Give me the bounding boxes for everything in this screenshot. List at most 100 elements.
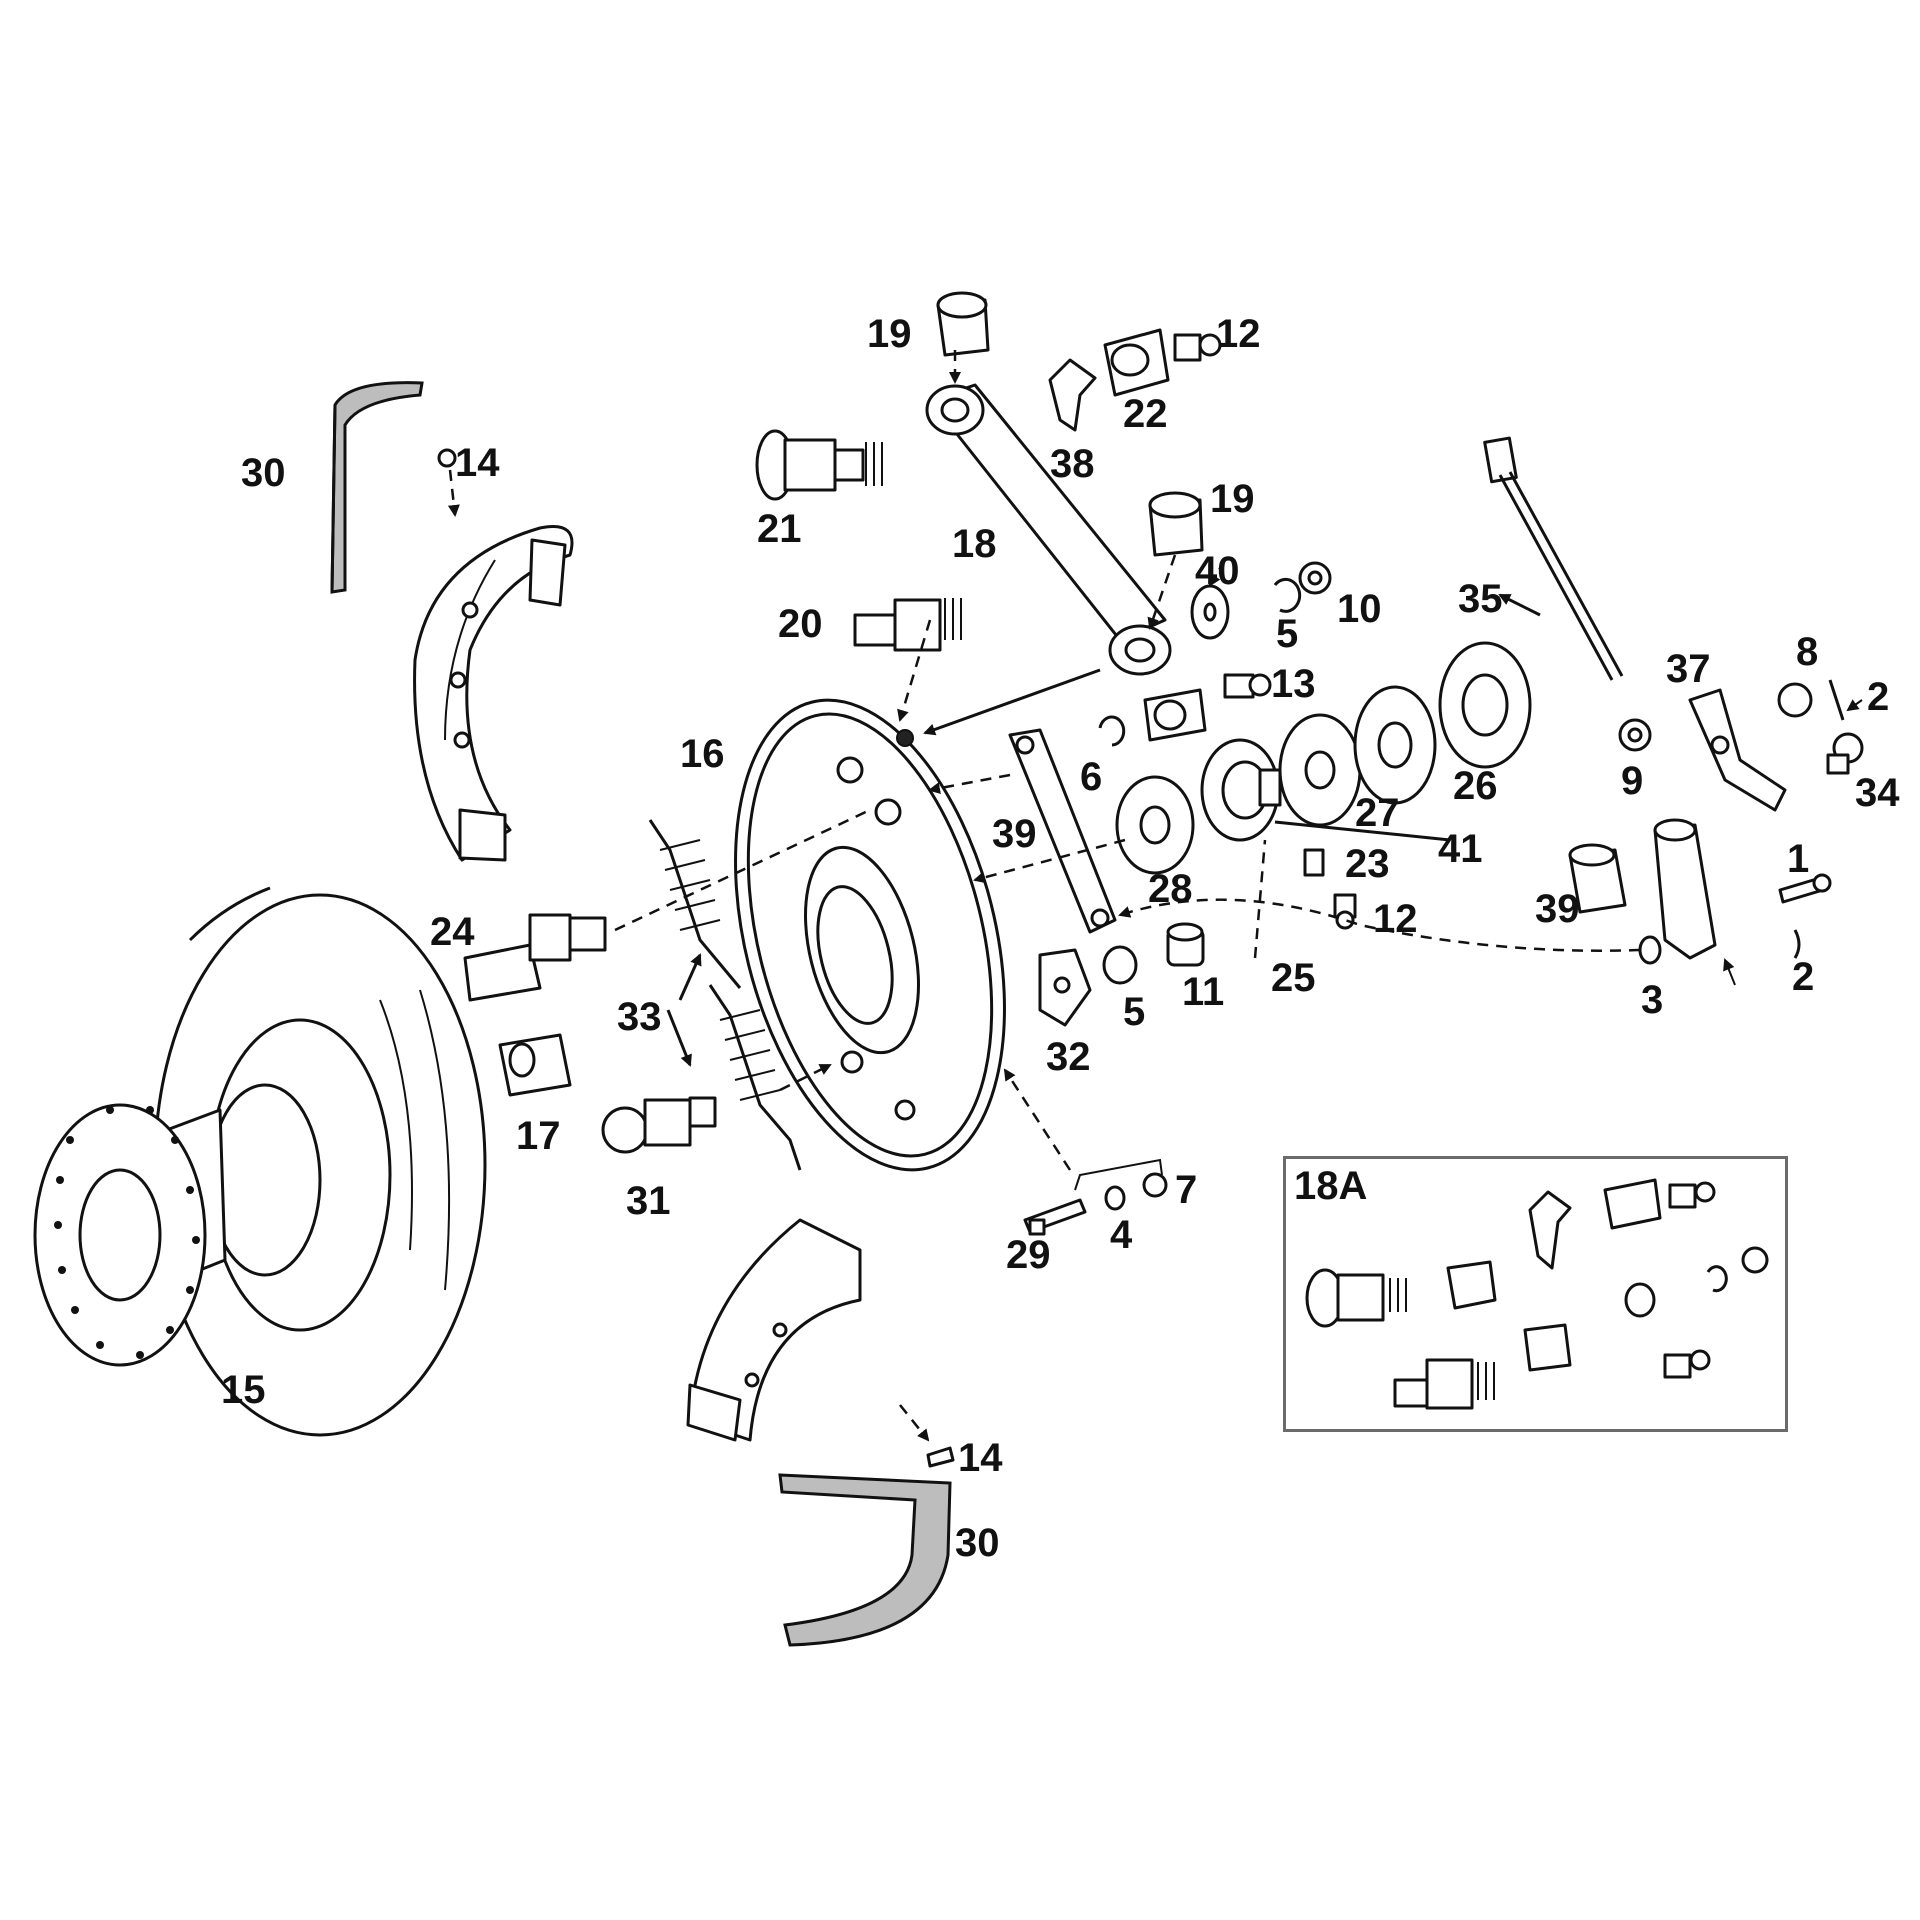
spring-33-lower (708, 984, 802, 1171)
inset-18a-title: 18A (1294, 1164, 1368, 1208)
label-10: 10 (1337, 587, 1382, 631)
circlip-5-lower (1102, 945, 1138, 985)
label-16: 16 (680, 732, 725, 776)
brake-drum-15 (33, 886, 487, 1437)
label-19-top: 19 (867, 312, 912, 356)
brake-shoe-bottom (686, 1218, 862, 1442)
label-21: 21 (757, 507, 802, 551)
label-31: 31 (626, 1179, 671, 1223)
label-37: 37 (1666, 647, 1711, 691)
circlip-5-top (1273, 577, 1302, 613)
washer-4 (1104, 1185, 1126, 1211)
label-27: 27 (1355, 791, 1400, 835)
lever-39-upper (1008, 728, 1117, 934)
nut-hex-body (1143, 688, 1207, 742)
split-pin-2-top (1828, 679, 1845, 721)
label-17: 17 (516, 1114, 561, 1158)
label-41: 41 (1438, 827, 1483, 871)
label-26: 26 (1453, 764, 1498, 808)
circlip-6 (1098, 715, 1126, 747)
label-39-upper: 39 (992, 812, 1037, 856)
label-6: 6 (1080, 755, 1103, 799)
brake-shoe-top (413, 525, 574, 862)
tab-washer-38 (1048, 358, 1097, 432)
label-11: 11 (1182, 970, 1225, 1014)
bush-11 (1166, 922, 1205, 967)
brake-lining-30-bottom (778, 1473, 952, 1647)
label-39-lower: 39 (1535, 887, 1580, 931)
label-2-lower: 2 (1792, 955, 1815, 999)
label-22: 22 (1123, 392, 1168, 436)
adjuster-rod-35 (1483, 436, 1624, 681)
label-40: 40 (1195, 549, 1240, 593)
label-4: 4 (1110, 1213, 1133, 1257)
label-20: 20 (778, 602, 823, 646)
label-32: 32 (1046, 1035, 1091, 1079)
label-7: 7 (1175, 1168, 1198, 1212)
label-1: 1 (1787, 837, 1810, 881)
inset-18a-frame (1283, 1156, 1788, 1432)
pin-24 (463, 913, 607, 1002)
pin-31 (601, 1096, 717, 1154)
label-33: 33 (617, 995, 662, 1039)
rivet-14-top (437, 448, 457, 468)
grease-nipple-12-top (1173, 333, 1222, 362)
split-pin-2-lower (1793, 929, 1801, 959)
rivet-14-bottom (926, 1446, 955, 1468)
pivot-pin-20 (853, 598, 962, 652)
nut-9 (1618, 718, 1652, 752)
leader-lines (447, 350, 1863, 1442)
label-2-top: 2 (1867, 675, 1890, 719)
label-15: 15 (221, 1368, 266, 1412)
washer-28 (1115, 775, 1195, 875)
cam-25 (1200, 738, 1282, 842)
label-19-mid: 19 (1210, 477, 1255, 521)
label-34: 34 (1855, 771, 1900, 815)
cover-26 (1438, 641, 1532, 769)
washer-40 (1190, 584, 1230, 640)
label-30-bottom: 30 (955, 1521, 1000, 1565)
label-14-bottom: 14 (958, 1436, 1003, 1480)
nipple-23 (1303, 848, 1325, 877)
bush-19-top (936, 291, 990, 357)
gasket-plate (1353, 685, 1437, 805)
label-12-lower: 12 (1373, 897, 1418, 941)
bolt-34 (1826, 732, 1864, 775)
label-28: 28 (1148, 867, 1193, 911)
plate-32 (1038, 948, 1092, 1027)
label-9: 9 (1621, 759, 1644, 803)
nipple-12-lower (1333, 893, 1357, 930)
nut-10 (1298, 561, 1332, 595)
inset-parts (1305, 1178, 1769, 1410)
label-5-lower: 5 (1123, 990, 1146, 1034)
nut-8 (1777, 682, 1813, 718)
nut-22 (1103, 328, 1170, 397)
label-29: 29 (1006, 1233, 1051, 1277)
label-8: 8 (1796, 630, 1819, 674)
label-25: 25 (1271, 956, 1316, 1000)
label-12-top: 12 (1216, 312, 1261, 356)
spring-33-top (648, 819, 742, 989)
clevis-pin-1 (1778, 873, 1832, 904)
label-13: 13 (1271, 662, 1316, 706)
label-14-top: 14 (455, 441, 500, 485)
label-38: 38 (1050, 442, 1095, 486)
bush-19-mid (1148, 491, 1204, 557)
washer-3 (1638, 935, 1662, 965)
label-30-top: 30 (241, 451, 286, 495)
grease-nipple-13 (1223, 673, 1272, 699)
link-arm-18 (925, 383, 1172, 676)
label-35: 35 (1458, 577, 1503, 621)
label-5-top: 5 (1276, 612, 1299, 656)
label-24: 24 (430, 910, 475, 954)
backing-plate-16 (734, 698, 1006, 1172)
pivot-pin-21 (755, 429, 883, 501)
label-18: 18 (952, 522, 997, 566)
washer-27 (1278, 713, 1362, 827)
fork-joint (1653, 818, 1717, 960)
stud-29 (1023, 1198, 1087, 1236)
label-23: 23 (1345, 842, 1390, 886)
brake-lining-30-top (330, 381, 424, 594)
